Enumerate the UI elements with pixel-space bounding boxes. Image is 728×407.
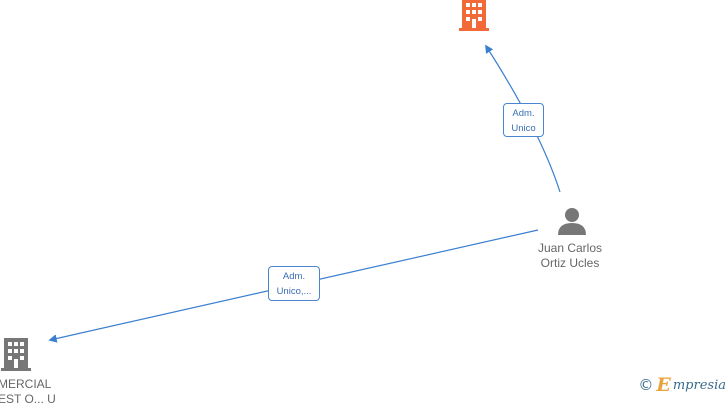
- empresia-logo-text: mpresia: [672, 377, 726, 393]
- copyright-symbol: ©: [638, 376, 654, 394]
- edge-label-line2: Unico,...: [276, 286, 312, 297]
- person-label[interactable]: Juan Carlos Ortiz Ucles: [530, 241, 610, 271]
- person-label-line1: Juan Carlos: [537, 241, 603, 255]
- company-bottom-label-line1: MERCIAL: [0, 377, 52, 391]
- edge-label-line1: Adm.: [282, 271, 306, 282]
- edge-label-adm-unico-more[interactable]: Adm. Unico,...: [268, 266, 320, 301]
- empresia-watermark: © E mpresia: [638, 374, 726, 396]
- edge-label-line1: Adm.: [512, 108, 535, 119]
- person-icon[interactable]: [558, 208, 586, 235]
- person-label-line2: Ortiz Ucles: [540, 256, 600, 270]
- edge-label-line2: Unico: [511, 123, 536, 134]
- building-icon[interactable]: [459, 0, 489, 31]
- building-icon[interactable]: [1, 338, 31, 371]
- company-bottom-label[interactable]: MERCIAL EST O... U: [0, 377, 58, 407]
- empresia-logo-initial: E: [656, 374, 671, 396]
- edge-label-adm-unico[interactable]: Adm. Unico: [503, 103, 544, 137]
